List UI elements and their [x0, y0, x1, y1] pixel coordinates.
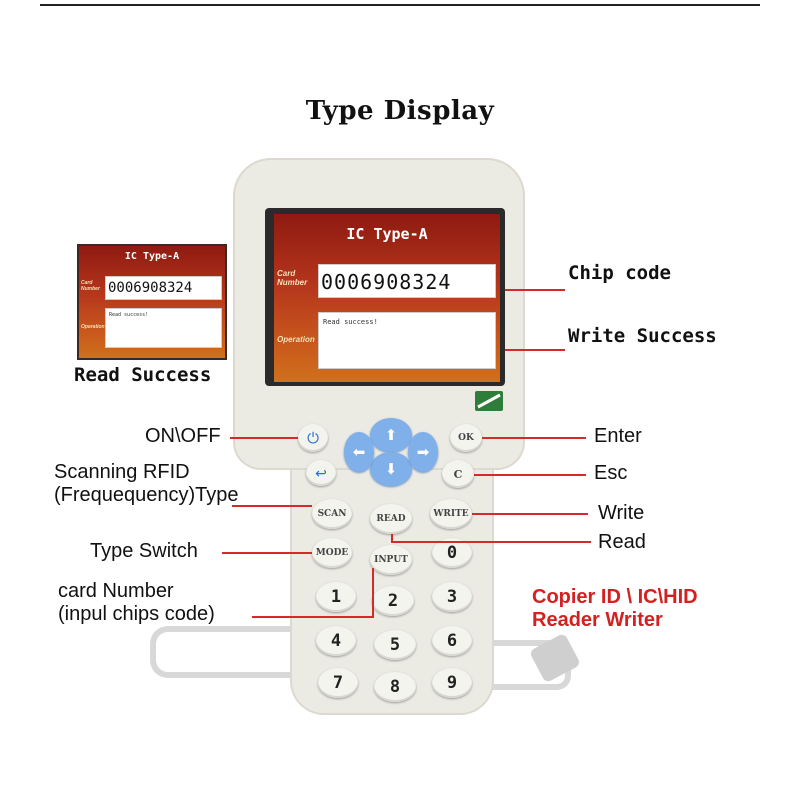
key-3[interactable]: 3 — [432, 582, 472, 612]
key-7-label: 7 — [332, 673, 344, 693]
scan-label: SCAN — [317, 509, 347, 519]
read-line-v — [391, 534, 393, 542]
mode-button[interactable]: MODE — [312, 538, 352, 568]
card-number-label-line2: (inpul chips code) — [58, 603, 215, 625]
inset-message-box: Read success! — [105, 308, 222, 348]
key-1[interactable]: 1 — [316, 582, 356, 612]
card-number-line-h — [252, 616, 374, 618]
read-label: READ — [376, 514, 406, 524]
top-divider — [40, 4, 760, 6]
screen-side-top: Card Number — [277, 269, 308, 287]
on-off-label: ON\OFF — [145, 425, 221, 447]
write-success-line — [505, 349, 565, 351]
screen-message-box: Read success! — [318, 312, 496, 369]
chip-code-label: Chip code — [568, 262, 671, 284]
screen-chip-code: 0006908324 — [321, 270, 452, 294]
back-arrow-icon: ↩ — [315, 464, 327, 481]
product-name-line2: Reader Writer — [532, 609, 663, 631]
dpad-left-button[interactable]: ⬅ — [344, 432, 374, 472]
dpad-right-button[interactable]: ➡ — [408, 432, 438, 472]
key-0[interactable]: 0 — [432, 538, 472, 568]
page-title: Type Display — [305, 96, 495, 126]
on-off-line — [230, 437, 298, 439]
inset-type-label: IC Type-A — [124, 251, 180, 262]
key-6-label: 6 — [446, 631, 458, 651]
read-success-caption: Read Success — [74, 364, 212, 386]
key-5[interactable]: 5 — [374, 630, 416, 660]
scanning-label-line1: Scanning RFID — [54, 461, 190, 483]
write-label: WRITE — [433, 509, 469, 519]
dpad-up-button[interactable]: ⬆ — [370, 418, 412, 452]
key-2[interactable]: 2 — [372, 586, 414, 616]
product-name-line1: Copier ID \ IC\HID — [532, 586, 698, 608]
inset-side-bottom: Operation — [81, 324, 105, 330]
ok-button[interactable]: OK — [450, 424, 482, 452]
key-1-label: 1 — [330, 587, 342, 607]
chip-code-line — [505, 289, 565, 291]
logo-icon — [474, 390, 504, 412]
mode-label: MODE — [315, 548, 349, 558]
scan-button[interactable]: SCAN — [312, 499, 352, 529]
arrow-right-icon: ➡ — [416, 444, 430, 461]
key-4[interactable]: 4 — [316, 626, 356, 656]
key-9-label: 9 — [446, 673, 458, 693]
dpad-down-button[interactable]: ⬇ — [370, 452, 412, 486]
key-7[interactable]: 7 — [318, 668, 358, 698]
key-8-label: 8 — [389, 677, 401, 697]
key-6[interactable]: 6 — [432, 626, 472, 656]
read-button[interactable]: READ — [370, 504, 412, 534]
write-success-label: Write Success — [568, 325, 717, 347]
enter-label: Enter — [594, 425, 642, 447]
arrow-up-icon: ⬆ — [384, 427, 398, 444]
screen-type-label: IC Type-A — [346, 225, 428, 243]
read-line-h — [391, 541, 591, 543]
scanning-line — [232, 505, 312, 507]
card-number-line-v — [372, 568, 374, 616]
card-number-label-line1: card Number — [58, 580, 174, 602]
write-line — [472, 513, 588, 515]
c-label: C — [453, 467, 463, 481]
main-screen: IC Type-A Card Number 0006908324 Operati… — [274, 214, 500, 382]
input-label: INPUT — [374, 555, 408, 565]
type-switch-line — [222, 552, 312, 554]
key-2-label: 2 — [387, 591, 399, 611]
power-icon: ⏻ — [307, 429, 319, 447]
inset-screen: IC Type-A Card Number 0006908324 Operati… — [77, 244, 227, 360]
screen-code-box: 0006908324 — [318, 264, 496, 298]
screen-message: Read success! — [323, 318, 378, 326]
c-button[interactable]: C — [442, 460, 474, 488]
key-3-label: 3 — [446, 587, 458, 607]
power-button[interactable]: ⏻ — [298, 424, 328, 452]
screen-side-bottom: Operation — [277, 335, 315, 344]
arrow-left-icon: ⬅ — [352, 444, 366, 461]
inset-message: Read success! — [109, 312, 149, 318]
key-9[interactable]: 9 — [432, 668, 472, 698]
inset-code-box: 0006908324 — [105, 276, 222, 300]
esc-label: Esc — [594, 462, 628, 484]
inset-chip-code: 0006908324 — [108, 280, 193, 296]
key-8[interactable]: 8 — [374, 672, 416, 702]
scanning-label-line2: (Frequequency)Type — [54, 484, 239, 506]
esc-line — [474, 474, 586, 476]
ok-label: OK — [458, 433, 474, 443]
cable-left — [150, 626, 336, 678]
read-label-callout: Read — [598, 531, 646, 553]
write-label-callout: Write — [598, 502, 645, 524]
back-button[interactable]: ↩ — [306, 460, 336, 486]
key-0-label: 0 — [446, 543, 458, 563]
key-5-label: 5 — [389, 635, 401, 655]
key-4-label: 4 — [330, 631, 342, 651]
inset-side-top: Card Number — [81, 280, 100, 292]
enter-line — [482, 437, 586, 439]
input-button[interactable]: INPUT — [370, 545, 412, 575]
write-button[interactable]: WRITE — [430, 499, 472, 529]
type-switch-label: Type Switch — [90, 540, 198, 562]
arrow-down-icon: ⬇ — [384, 461, 398, 478]
